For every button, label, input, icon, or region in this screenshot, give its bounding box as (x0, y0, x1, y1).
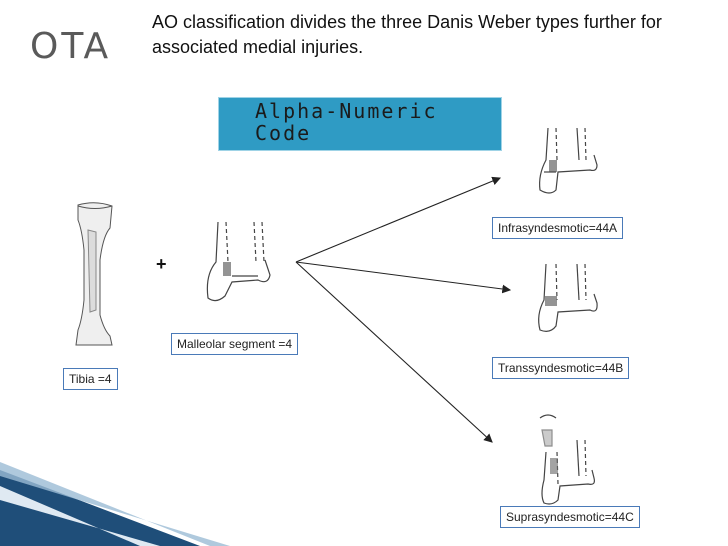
tibia-bone-image (75, 202, 113, 346)
label-transsyndesmotic: Transsyndesmotic=44B (492, 357, 630, 379)
code-line-2: Code (255, 121, 312, 145)
suprasyndesmotic-bone-image (539, 414, 595, 505)
infrasyndesmotic-bone-image (539, 127, 598, 194)
label-infrasyndesmotic: Infrasyndesmotic=44A (492, 217, 624, 239)
arrow-to-44a (295, 176, 502, 263)
decorative-swoosh (0, 462, 230, 546)
arrow-to-44b (295, 261, 512, 294)
label-tibia: Tibia =4 (63, 368, 118, 390)
code-line-1: Alpha-Numeric (255, 99, 438, 123)
label-suprasyndesmotic: Suprasyndesmotic=44C (500, 506, 640, 528)
label-malleolar-segment: Malleolar segment =4 (171, 333, 299, 355)
alpha-numeric-code-box (218, 97, 502, 151)
transsyndesmotic-bone-image (538, 263, 598, 332)
page-title: OTA (30, 26, 112, 67)
slide-subtitle: AO classification divides the three Dani… (152, 12, 662, 57)
plus-sign: + (156, 254, 167, 274)
arrow-to-44c (295, 261, 493, 443)
classification-arrows (295, 176, 512, 443)
malleolar-segment-image (206, 221, 271, 302)
